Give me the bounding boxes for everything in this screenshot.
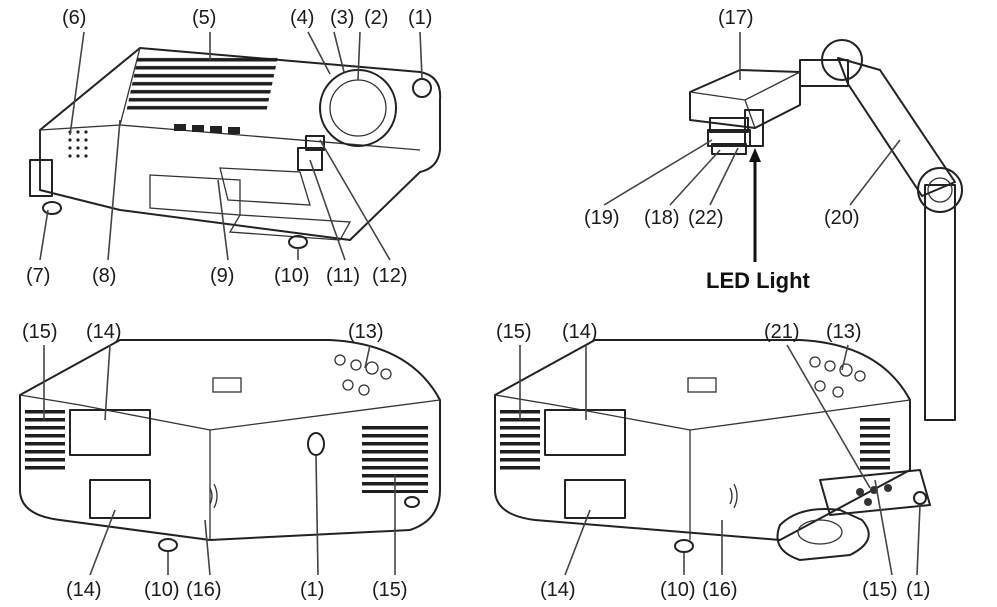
callout-15-right-b: (15) [862, 579, 898, 601]
callout-6: (6) [62, 7, 87, 29]
callout-8: (8) [92, 265, 117, 287]
callout-10-right: (10) [660, 579, 696, 601]
led-light-label: LED Light [706, 268, 810, 293]
callout-13-left: (13) [348, 321, 384, 343]
callout-15-right-a: (15) [496, 321, 532, 343]
callout-10-left: (10) [144, 579, 180, 601]
callout-4: (4) [290, 7, 315, 29]
callout-22: (22) [688, 207, 724, 229]
callout-1-right: (1) [906, 579, 931, 601]
callout-14-left-a: (14) [86, 321, 122, 343]
callout-17: (17) [718, 7, 754, 29]
callout-7: (7) [26, 265, 51, 287]
stand-left-vent [500, 410, 540, 472]
callout-15-left-a: (15) [22, 321, 58, 343]
callout-16-right: (16) [702, 579, 738, 601]
left-vent [25, 410, 65, 472]
callout-2: (2) [364, 7, 389, 29]
underside-view [29, 47, 442, 249]
callout-9: (9) [210, 265, 235, 287]
top-vent [126, 55, 279, 110]
speaker-grille [68, 130, 88, 158]
callout-21: (21) [764, 321, 800, 343]
projector-front-view [19, 339, 441, 552]
callout-12: (12) [372, 265, 408, 287]
callout-16-left: (16) [186, 579, 222, 601]
callout-10-top: (10) [274, 265, 310, 287]
callout-1-left: (1) [300, 579, 325, 601]
stand-right-vent [860, 415, 890, 470]
callout-18: (18) [644, 207, 680, 229]
callout-1-top: (1) [408, 7, 433, 29]
callout-14-right-a: (14) [562, 321, 598, 343]
leader-lines [39, 31, 921, 576]
callout-3: (3) [330, 7, 355, 29]
callout-14-left-b: (14) [66, 579, 102, 601]
callout-15-left-b: (15) [372, 579, 408, 601]
callout-14-right-b: (14) [540, 579, 576, 601]
callout-11: (11) [326, 265, 361, 287]
callout-20: (20) [824, 207, 860, 229]
projector-with-stand-view [494, 339, 931, 561]
callout-13-right: (13) [826, 321, 862, 343]
callout-19: (19) [584, 207, 620, 229]
callout-5: (5) [192, 7, 217, 29]
document-camera-view [689, 39, 963, 421]
